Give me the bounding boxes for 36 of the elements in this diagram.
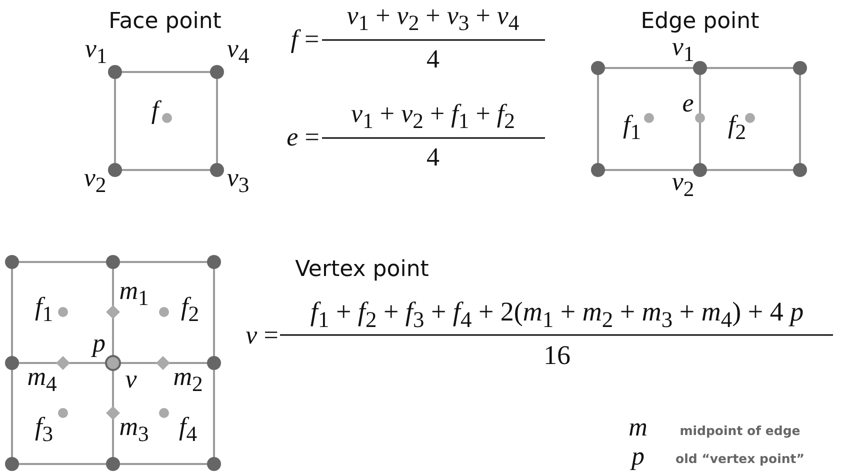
formula-denominator: 16 <box>544 341 570 371</box>
point-label: v$_{2}$ <box>672 168 694 202</box>
formula-numerator: v$_{1}$ + v$_{2}$ + f$_{1}$ + f$_{2}$ <box>351 100 515 134</box>
point-label: f <box>151 96 159 126</box>
point-label: m$_{4}$ <box>27 363 57 397</box>
point-label: f$_{4}$ <box>178 413 198 447</box>
formula-lhs: v = <box>246 322 278 350</box>
point-label: v$_{3}$ <box>226 164 250 198</box>
formula-lhs: e = <box>286 124 320 152</box>
point-label: f$_{1}$ <box>34 293 54 327</box>
legend-text: midpoint of edge <box>680 424 800 438</box>
legend-symbol: m <box>628 414 648 442</box>
point-label: e <box>682 90 694 118</box>
point-label: f$_{2}$ <box>728 111 746 145</box>
point-label: m$_{3}$ <box>119 413 149 447</box>
point-label: p <box>92 330 106 358</box>
point-label: v$_{1}$ <box>84 35 108 69</box>
section-heading: Face point <box>108 10 222 34</box>
formula-denominator: 4 <box>426 46 440 74</box>
point-label: f$_{2}$ <box>180 293 200 327</box>
section-heading: Edge point <box>640 10 760 34</box>
formula-numerator: f$_{1}$ + f$_{2}$ + f$_{3}$ + f$_{4}$ + 2(m$_{1}$ + m$_{2}$ + m$_{3}$ + m$_{4}$) + 4 p <box>310 297 804 333</box>
section-heading: Vertex point <box>295 258 429 282</box>
point-label: f$_{1}$ <box>622 111 642 145</box>
legend-symbol: p <box>632 442 644 472</box>
point-label: v$_{1}$ <box>672 33 694 67</box>
formula-denominator: 4 <box>426 144 440 172</box>
point-label: v <box>125 366 137 394</box>
point-label: f$_{3}$ <box>34 413 54 447</box>
point-label: v$_{2}$ <box>84 164 106 198</box>
formula-lhs: f = <box>290 26 320 54</box>
formula-numerator: v$_{1}$ + v$_{2}$ + v$_{3}$ + v$_{4}$ <box>346 2 520 36</box>
point-label: m$_{2}$ <box>173 363 203 397</box>
legend-text: old “vertex point” <box>676 452 804 466</box>
point-label: v$_{4}$ <box>226 35 250 69</box>
point-label: m$_{1}$ <box>119 277 149 311</box>
